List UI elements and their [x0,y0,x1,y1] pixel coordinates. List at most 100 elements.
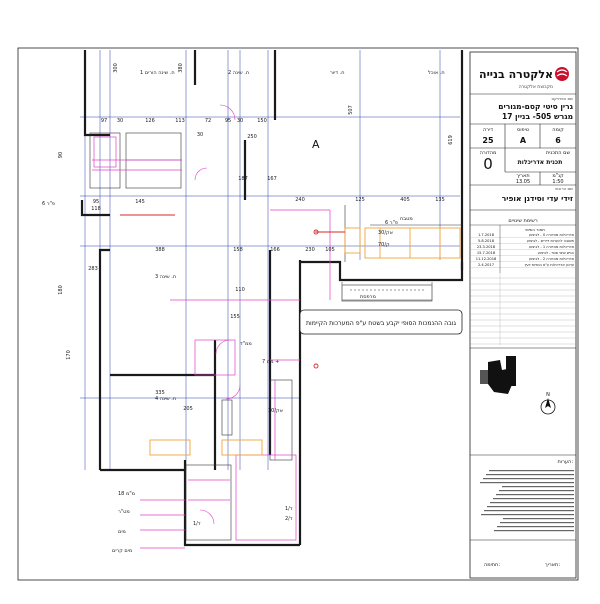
room-label: ח. שינה 2 [228,70,249,76]
date-label: תאריך: [545,562,560,568]
dimension-label: 405 [400,197,410,203]
apartment-type-label: A [312,138,320,151]
section-label: 18 מ"מ [118,491,135,497]
dimension-label: 90 [58,152,64,158]
signature-label: חתימה: [484,562,500,568]
client-label: שם הרוכש [555,186,573,191]
room-label: ח. שינה 3 [155,274,176,280]
red-marks [120,214,345,369]
dimension-label: 113 [175,118,185,124]
dimension-label: 150 [257,118,267,124]
dimension-label: 145 [135,199,145,205]
floor-label: קומה [552,127,564,133]
notes-text [480,470,574,532]
dimension-label: 95 [93,199,99,205]
walls [80,50,464,547]
dimension-label: 300 [113,63,119,73]
dimension-label: 380 [178,63,184,73]
element-tag: 30/אק [268,408,283,414]
element-tag: 70/ק [378,242,390,248]
change-date: 1.7.2018 [478,233,495,237]
sheet-border [17,47,579,581]
dimension-label: 187 [238,176,248,182]
scale-value: 1:50 [552,179,563,185]
change-date: 2.4.2017 [478,263,494,267]
room-labels: ח. שינה הורים 1 ח. שינה 2 ח. דיור ח. אוכ… [140,70,445,402]
north-arrow-icon: N [540,392,556,415]
revision-number: 0 [483,155,493,173]
dimension-label: 155 [230,314,240,320]
element-tag: 1/ד [285,506,293,512]
change-description: הגיש שינוי סופי - לביצוע [538,251,575,255]
plan-name: תכנית אדריכלות [518,159,563,166]
level-marker: 6 פ"ר [385,220,398,226]
dimension-label: 507 [348,105,354,115]
dimension-label: 105 [325,247,335,253]
dimension-label: 619 [448,135,454,145]
type-label: טיפוס [517,127,529,133]
change-description: עדכון אדריכלות ע"פ הנחיות יועץ [524,263,574,267]
ceiling-note-callout: גובה ההנמכות הסופי יקבע בשטח ע"פ המערכות… [299,309,463,335]
interior-lines [89,132,462,541]
dimension-label: 135 [435,197,445,203]
element-tag: 30/אק [378,230,393,236]
dimension-label: 30 [117,118,123,124]
change-description: אדריכלות מהדורה 1 - לביצוע [529,245,575,249]
dimension-label: 170 [66,350,72,360]
change-description: אדריכלות מהדורה 2 - לביצוע [529,257,575,261]
doors [194,104,241,525]
scale-field-label: קנ"מ [552,173,564,179]
dimension-label: 30 [237,118,243,124]
title-block: אלקטרה בנייה מקבוצת אלקטרה שם הפרויקט גר… [469,51,577,579]
ceiling-note-text: גובה ההנמכות הסופי יקבע בשטח ע"פ המערכות… [306,320,456,327]
plan-name-label: שם התכנית [546,150,571,156]
dimension-grid [80,50,460,470]
room-label: ממ"ד [240,341,252,347]
dimension-label: 118 [91,206,101,212]
dimension-label: 388 [155,247,165,253]
change-date: 5.8.2018 [478,239,495,243]
dimension-label: 180 [58,285,64,295]
company-logo: אלקטרה בנייה מקבוצת אלקטרה [479,67,569,90]
room-label: ח. שינה 4 [155,396,176,402]
dimension-label: 240 [295,197,305,203]
apartment-type: A [520,136,527,145]
dimension-label: 335 [155,390,165,396]
project-label: שם הפרויקט [551,96,573,101]
room-label: ח. אוכל [428,70,445,76]
dimension-label: 97 [101,118,107,124]
dimension-label: 166 [270,247,280,253]
dimension-label: 125 [355,197,365,203]
change-date: 11.12.2018 [476,257,497,261]
apartment-number: 25 [482,136,494,145]
floor-number: 6 [555,136,561,145]
dimension-label: 95 [225,118,231,124]
room-label: מרפסת [360,294,376,300]
element-tag: 2/ד [285,516,293,522]
brand-subtitle: מקבוצת אלקטרה [519,85,553,90]
level-markers: 6 פ"ר 7 ממ + 6 פ"ר [42,201,398,365]
change-description: תשובה להערות דיירים - לביצוע [527,239,575,243]
change-date: 15.7.2018 [477,251,496,255]
dimension-label: 205 [183,406,193,412]
notes-label: הערות: [557,459,573,465]
room-label: ח. דיור [330,70,344,76]
changes-column-header: תאור השינוי [525,227,545,232]
svg-text:N: N [546,392,550,398]
kitchen-fixtures [149,227,461,456]
dimension-label: 158 [233,247,243,253]
element-tag: 1/ד [193,521,201,527]
dimension-label: 283 [88,266,98,272]
changes-table-title: רשימת שינויים [508,218,538,224]
room-label: מטבח [400,216,413,222]
dimension-label: 230 [305,247,315,253]
element-tags: 30/אק 70/ק 30/אק 1/ד 1/ד 2/ד [193,230,393,527]
date-value: 13.05 [516,179,530,185]
dimension-label: 72 [205,118,211,124]
dimension-label: 126 [145,118,155,124]
date-field-label: תאריך [516,173,529,179]
dimension-label: 167 [267,176,277,182]
brand-name: אלקטרה בנייה [479,68,553,81]
